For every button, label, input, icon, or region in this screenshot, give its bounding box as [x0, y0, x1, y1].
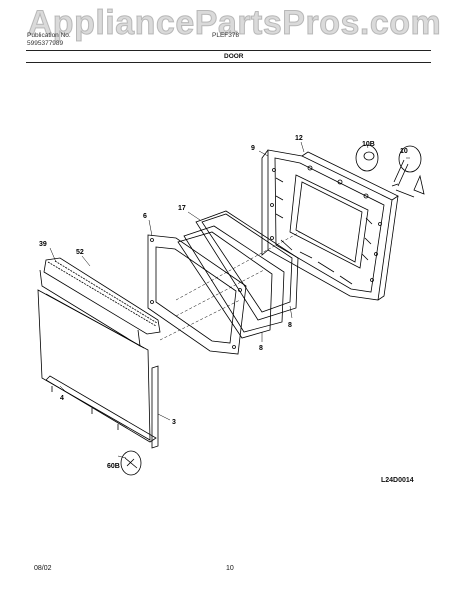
footer-date: 08/02 [34, 565, 52, 572]
section-title: DOOR [224, 53, 244, 60]
callout-60b: 60B [107, 463, 120, 470]
callout-39: 39 [39, 241, 47, 248]
callout-8-b: 8 [259, 345, 263, 352]
bottom-side-trim [45, 365, 159, 449]
leader-lines [49, 141, 410, 459]
callout-10b: 10B [362, 141, 375, 148]
inner-door-panel [261, 149, 399, 301]
header-rule-bottom [26, 62, 431, 63]
outer-glass-panel [37, 289, 151, 441]
callout-3: 3 [172, 419, 176, 426]
diagram-code: L24D0014 [381, 477, 414, 484]
hardware-washer-screw [355, 144, 425, 198]
callout-17: 17 [178, 205, 186, 212]
header-rule-top [26, 50, 431, 51]
door-handle-trim [39, 257, 161, 347]
model-number: PLEF378 [212, 32, 240, 39]
callout-10: 10 [400, 148, 408, 155]
watermark: AppliancePartsPros.com [27, 4, 442, 43]
callout-9: 9 [251, 145, 255, 152]
callouts: 12 9 10B 10 17 6 39 52 8 8 4 3 60B [39, 135, 408, 470]
publication-label: Publication No. [27, 32, 71, 39]
footer-page-number: 10 [226, 565, 234, 572]
callout-12: 12 [295, 135, 303, 142]
window-glass-pack [177, 210, 299, 339]
callout-52: 52 [76, 249, 84, 256]
publication-number: 5995377989 [27, 40, 64, 47]
screw-60b [120, 450, 142, 476]
door-frame [147, 234, 247, 355]
callout-8-a: 8 [288, 322, 292, 329]
callout-6: 6 [143, 213, 147, 220]
callout-4: 4 [60, 395, 64, 402]
